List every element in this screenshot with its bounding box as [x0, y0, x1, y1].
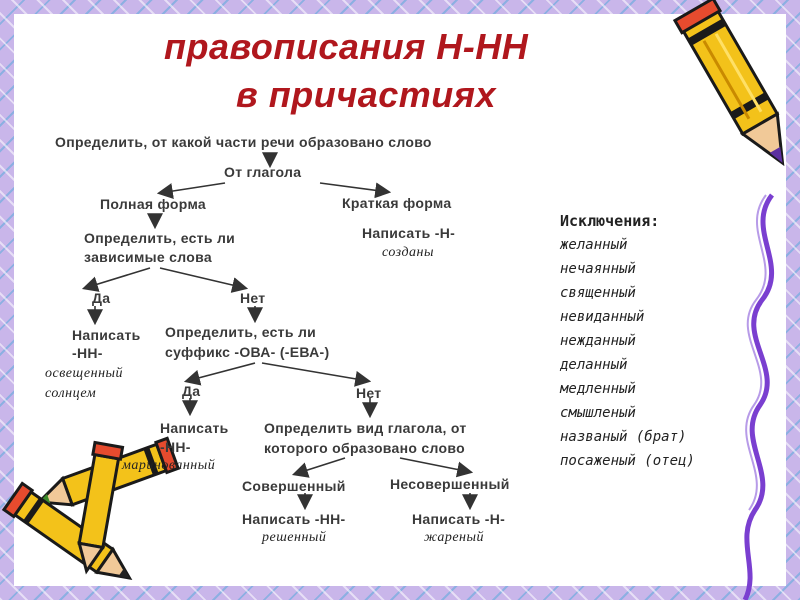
example-1a: освещенный	[45, 366, 124, 381]
exception-item: посаженый (отец)	[560, 453, 695, 469]
exception-item: нечаянный	[560, 261, 636, 277]
node-check-dependent-2: зависимые слова	[84, 249, 212, 265]
example-3: решенный	[262, 530, 327, 545]
node-yes-1: Да	[92, 290, 111, 306]
example-4: жареный	[424, 530, 484, 545]
node-yes-2: Да	[182, 383, 201, 399]
exception-item: смышленый	[560, 405, 636, 421]
exceptions-heading: Исключения:	[560, 212, 660, 230]
node-check-suffix-2: суффикс -ОВА- (-ЕВА-)	[165, 344, 330, 360]
node-check-suffix-1: Определить, есть ли	[165, 324, 317, 340]
node-short-form: Краткая форма	[342, 195, 452, 211]
node-check-aspect-2: которого образовано слово	[264, 440, 465, 456]
node-no-1: Нет	[240, 290, 266, 306]
title-line-1: правописания Н-НН	[164, 26, 529, 67]
node-perfective: Совершенный	[242, 478, 346, 494]
exception-item: названый (брат)	[560, 429, 687, 445]
node-write-nn-1b: -НН-	[72, 345, 103, 361]
node-check-dependent-1: Определить, есть ли	[84, 230, 236, 246]
node-check-aspect-1: Определить вид глагола, от	[264, 420, 467, 436]
exception-item: деланный	[560, 357, 628, 373]
node-from-verb: От глагола	[224, 164, 302, 180]
node-write-nn-1a: Написать	[72, 327, 141, 343]
node-full-form: Полная форма	[100, 196, 207, 212]
node-write-nn-2b: -НН-	[160, 439, 191, 455]
node-no-2: Нет	[356, 385, 382, 401]
example-1b: солнцем	[45, 386, 97, 401]
exception-item: медленный	[560, 381, 636, 397]
pencils-icon-bottom-left	[1, 436, 181, 581]
node-write-nn-3: Написать -НН-	[242, 511, 346, 527]
node-root: Определить, от какой части речи образова…	[55, 134, 432, 150]
white-panel	[14, 14, 786, 586]
exception-item: священный	[560, 285, 636, 301]
node-imperfective: Несовершенный	[390, 476, 510, 492]
example-short: созданы	[382, 245, 434, 260]
exception-item: невиданный	[560, 309, 645, 325]
ribbon-right	[742, 193, 775, 600]
title-line-2: в причастиях	[236, 74, 496, 115]
node-write-n-short: Написать -Н-	[362, 225, 456, 241]
exception-item: нежданный	[560, 333, 636, 349]
node-write-nn-2a: Написать	[160, 420, 229, 436]
node-write-n-3: Написать -Н-	[412, 511, 506, 527]
pencil-icon-top-right	[672, 0, 785, 167]
exception-item: желанный	[560, 237, 628, 253]
example-2: маринованный	[122, 458, 216, 473]
